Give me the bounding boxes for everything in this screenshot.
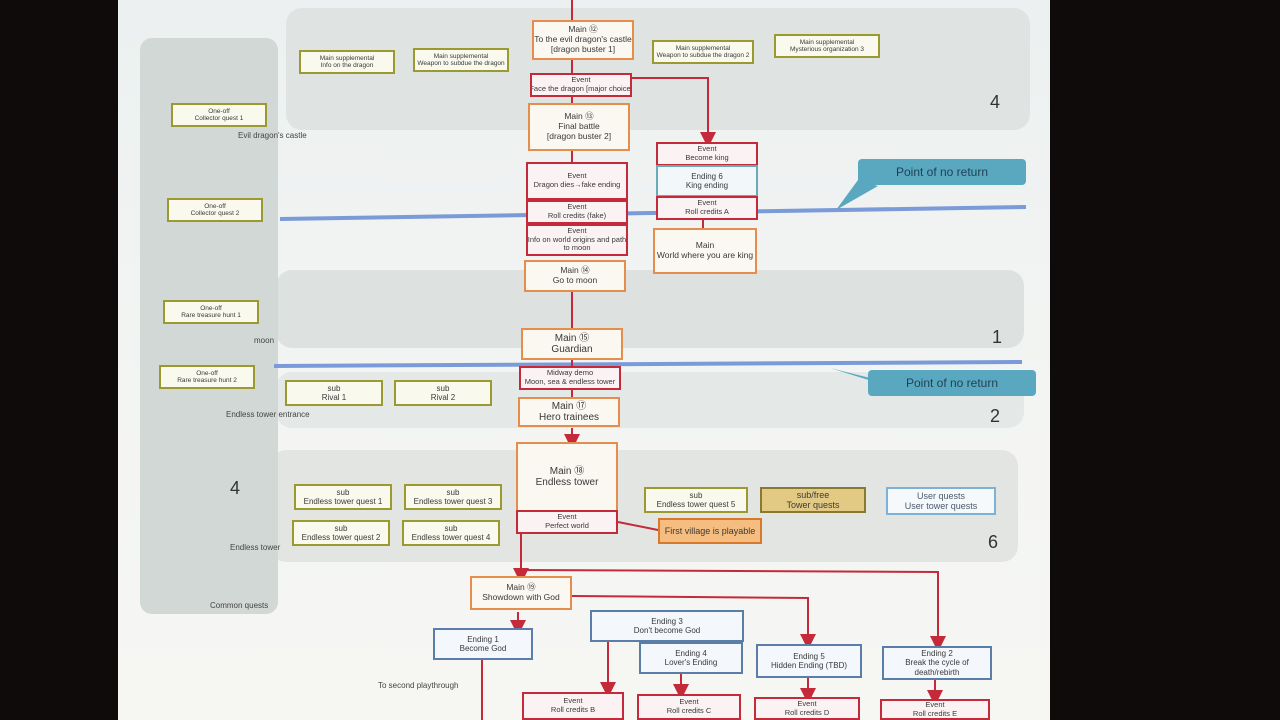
label-moon: moon (254, 336, 275, 345)
note-first-village: First village is playable (658, 518, 762, 544)
band-number-2: 2 (990, 406, 1001, 426)
band-number-6: 6 (988, 532, 999, 552)
band-number-1: 1 (992, 327, 1003, 347)
point-of-no-return-callout-1: Point of no return (858, 159, 1026, 185)
projected-slide: 4 1 2 6 4 Evil dragon's castle moon Endl… (118, 0, 1050, 720)
band-moon (276, 270, 1024, 348)
point-of-no-return-callout-2: Point of no return (868, 370, 1036, 396)
no-return-line-2 (273, 360, 1023, 368)
band-number-4-top: 4 (990, 92, 1001, 112)
label-common-quests: Common quests (210, 601, 269, 610)
left-lane (140, 38, 278, 614)
label-endless-tower: Endless tower (230, 543, 281, 552)
label-second-playthrough: To second playthrough (378, 681, 459, 690)
no-return-line-1 (279, 205, 1027, 221)
label-evil-castle: Evil dragon's castle (238, 131, 307, 140)
label-tower-entrance: Endless tower entrance (226, 410, 310, 419)
band-number-4-left: 4 (230, 478, 241, 498)
band-castle (286, 8, 1030, 130)
